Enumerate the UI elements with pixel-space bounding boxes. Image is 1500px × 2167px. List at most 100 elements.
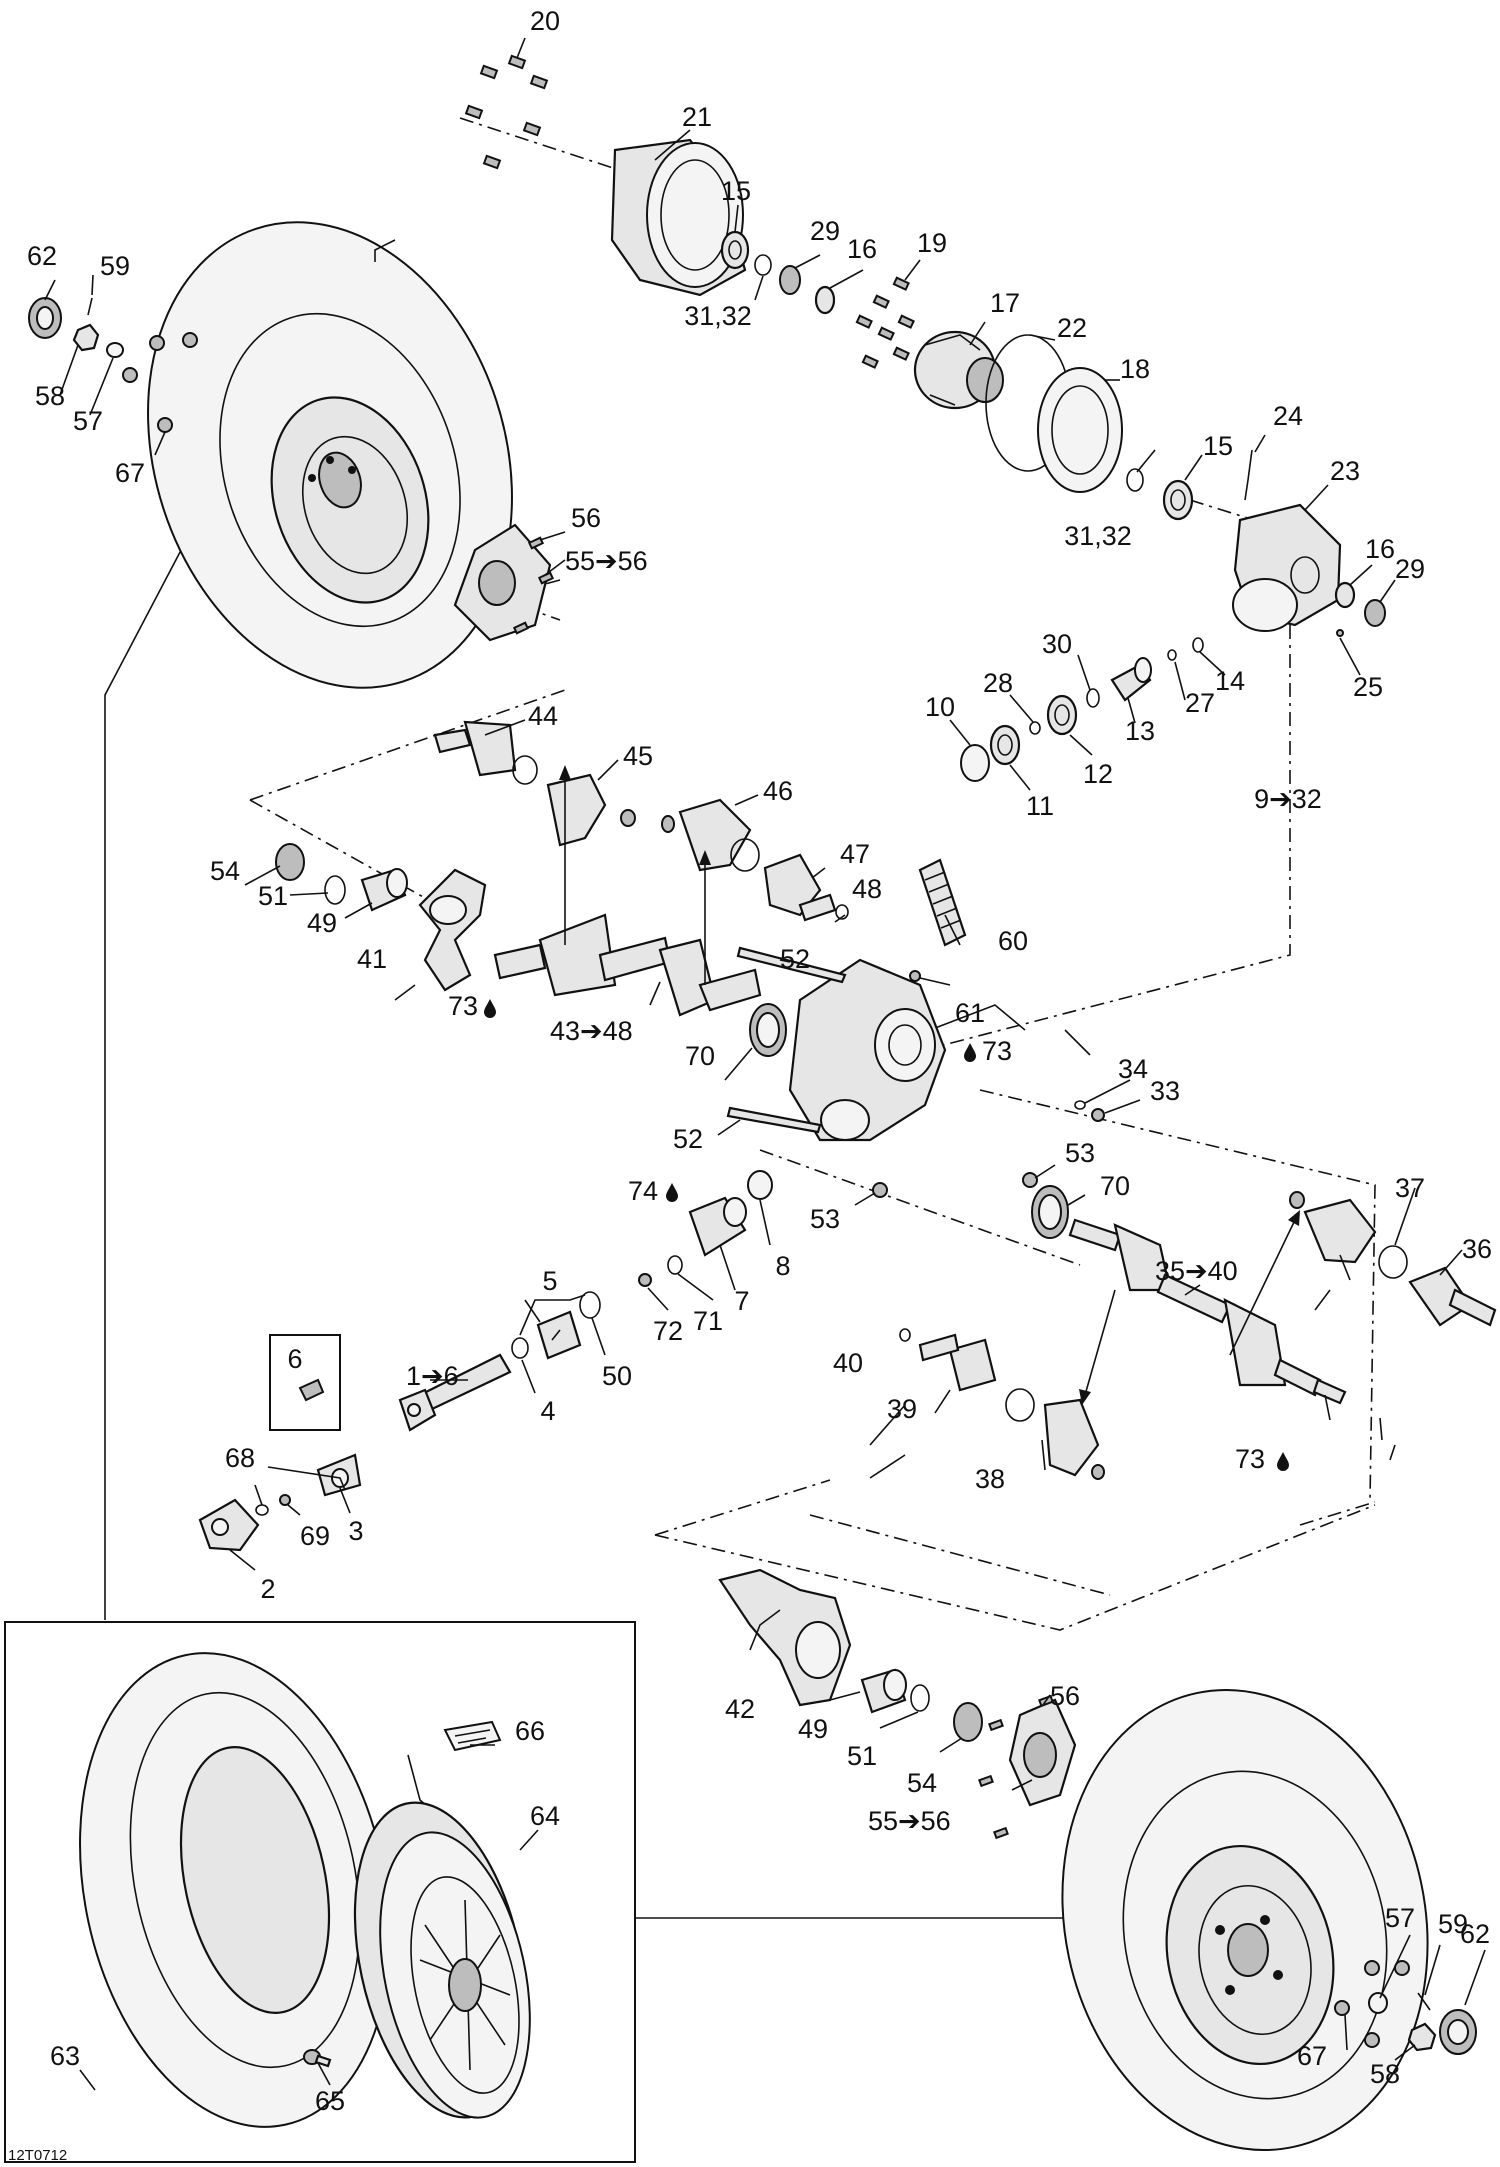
callout-62a: 62 — [27, 241, 57, 271]
front-differential-housing — [726, 858, 1105, 1198]
bolt-52-bottom — [726, 1106, 822, 1134]
tire-63 — [79, 1652, 391, 2128]
callout-31-32b: 31,32 — [1064, 521, 1132, 551]
clamp-46a — [661, 815, 675, 833]
hub-55-bottom — [978, 1694, 1077, 1840]
bellows-60 — [918, 858, 967, 947]
callout-49a: 49 — [307, 908, 337, 938]
callout-50: 50 — [602, 1361, 632, 1391]
nut-53-left — [872, 1182, 888, 1198]
valve-stem-65 — [303, 2049, 332, 2068]
callout-37: 37 — [1395, 1173, 1425, 1203]
callout-51a: 51 — [258, 881, 288, 911]
cotter-pin-59 — [87, 297, 93, 316]
callout-19: 19 — [917, 228, 947, 258]
callout-38: 38 — [975, 1464, 1005, 1494]
callout-27: 27 — [1185, 688, 1215, 718]
seal-10 — [960, 744, 990, 782]
callout-70a: 70 — [685, 1041, 715, 1071]
callout-11: 11 — [1026, 791, 1054, 821]
callout-60: 60 — [998, 926, 1028, 956]
callout-57b: 57 — [1385, 1903, 1415, 1933]
callout-52a: 52 — [780, 944, 810, 974]
callout-51b: 51 — [847, 1741, 877, 1771]
drop-icon-73a — [484, 999, 496, 1018]
shim-31-32-top — [754, 254, 772, 276]
callout-36: 36 — [1462, 1234, 1492, 1264]
callout-49b: 49 — [798, 1714, 828, 1744]
callout-67a: 67 — [115, 458, 145, 488]
ring-30 — [1086, 688, 1100, 708]
assembly-arrows — [407, 765, 1300, 1862]
boot-46 — [678, 798, 752, 872]
callout-21: 21 — [682, 102, 712, 132]
callout-16a: 16 — [847, 234, 877, 264]
callout-45: 45 — [623, 741, 653, 771]
seal-29-top — [779, 265, 801, 295]
callout-24: 24 — [1273, 401, 1303, 431]
grease-fitting-6 — [298, 1378, 325, 1402]
bolt-69 — [279, 1494, 291, 1506]
ring-48 — [835, 904, 849, 920]
callout-43-48: 43➔48 — [550, 1016, 633, 1046]
ring-51-top — [324, 875, 346, 905]
plug-25 — [1336, 629, 1344, 637]
seal-54-bottom — [953, 1702, 983, 1742]
ring-16-right — [1334, 581, 1356, 609]
sleeve-8 — [747, 1170, 773, 1200]
callout-4: 4 — [540, 1396, 555, 1426]
callout-39: 39 — [887, 1394, 917, 1424]
callout-22: 22 — [1057, 313, 1087, 343]
differential-housing-group — [464, 54, 1386, 637]
callout-28: 28 — [983, 668, 1013, 698]
drive-shaft-1 — [398, 1353, 512, 1432]
callout-59b: 59 — [1438, 1909, 1468, 1939]
callout-58b: 58 — [1370, 2059, 1400, 2089]
washer-68 — [255, 1504, 269, 1516]
bolt-set-19 — [855, 276, 915, 369]
stub-36 — [1408, 1266, 1497, 1327]
plug-61 — [909, 970, 921, 982]
boot-37 — [1303, 1198, 1377, 1264]
callout-1-6: 1➔6 — [406, 1361, 459, 1391]
callout-63: 63 — [50, 2041, 80, 2071]
callout-57a: 57 — [73, 406, 103, 436]
callout-35-40: 35➔40 — [1155, 1256, 1238, 1286]
callout-15b: 15 — [1203, 431, 1233, 461]
cotter-pin-59-b — [1417, 1992, 1431, 2011]
callout-61: 61 — [955, 998, 985, 1028]
callout-67b: 67 — [1297, 2041, 1327, 2071]
bolt-set-20 — [464, 54, 549, 170]
reference-code: 12T0712 — [8, 2147, 67, 2164]
breather-24 — [1244, 449, 1253, 501]
callout-54b: 54 — [907, 1768, 937, 1798]
callout-8: 8 — [775, 1251, 790, 1281]
ring-28 — [1029, 721, 1041, 735]
drop-icon-73b — [964, 1043, 976, 1062]
wheel-top-left — [147, 221, 513, 689]
bearing-15-right — [1162, 479, 1194, 521]
washer-57-b — [1368, 1992, 1388, 2014]
ring-16-top — [814, 285, 836, 315]
bearing-49-top — [360, 868, 408, 912]
ring-50 — [579, 1291, 601, 1319]
callout-73c: 73 — [1235, 1444, 1265, 1474]
seal-54-top — [275, 843, 305, 881]
callout-46: 46 — [763, 776, 793, 806]
drive-shaft-group — [198, 1170, 773, 1552]
callout-53b: 53 — [810, 1204, 840, 1234]
yoke-2 — [198, 1498, 260, 1552]
callout-52b: 52 — [673, 1124, 703, 1154]
nut-58 — [72, 323, 100, 352]
callout-58a: 58 — [35, 381, 65, 411]
callout-33: 33 — [1150, 1076, 1180, 1106]
ring-51-bottom — [910, 1684, 930, 1712]
wheel-nut-67a — [149, 335, 165, 351]
callout-9-32: 9➔32 — [1254, 784, 1322, 814]
callout-41: 41 — [357, 944, 387, 974]
callout-29a: 29 — [810, 216, 840, 246]
shim-31-32-right — [1126, 468, 1144, 492]
callout-20: 20 — [530, 6, 560, 36]
clamp-45a — [512, 755, 538, 785]
rim-64 — [353, 1801, 531, 2119]
